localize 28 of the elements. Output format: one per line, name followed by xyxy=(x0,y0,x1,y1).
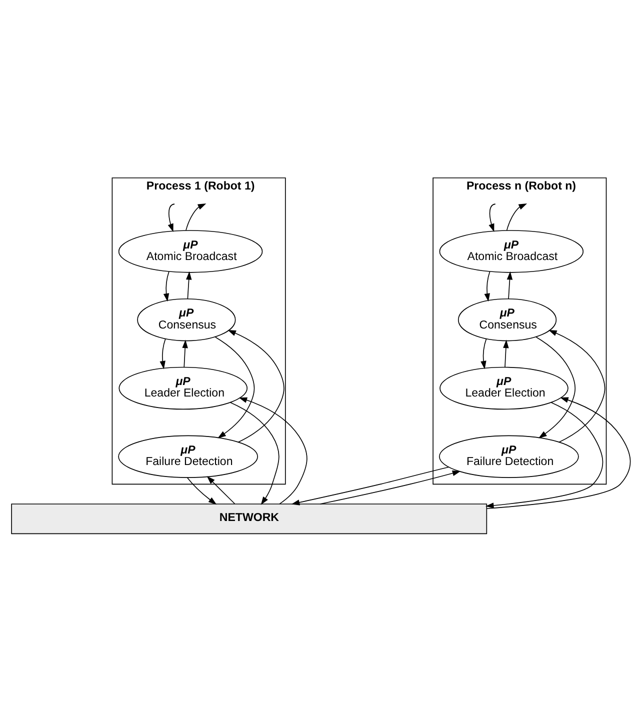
arrow xyxy=(238,396,308,504)
arrow xyxy=(163,270,170,302)
arrow xyxy=(230,402,280,504)
arrow xyxy=(291,466,450,505)
arrow xyxy=(320,470,461,504)
arrow xyxy=(186,203,206,230)
arrow xyxy=(506,203,528,230)
arrow xyxy=(506,270,513,299)
arrow xyxy=(228,330,284,442)
node-ellipse: μP Atomic Broadcast xyxy=(439,230,584,272)
node-ellipse: μP Atomic Broadcast xyxy=(118,230,263,272)
arrow xyxy=(214,336,255,438)
arrow xyxy=(484,270,490,302)
node-ellipse: μP Failure Detection xyxy=(118,434,258,478)
arrow xyxy=(160,338,166,369)
arrow xyxy=(503,339,509,368)
arrow xyxy=(186,476,217,504)
node-box: NETWORK xyxy=(11,503,488,534)
arrow xyxy=(480,338,487,369)
arrow xyxy=(485,402,604,508)
arrow xyxy=(182,339,188,368)
arrow xyxy=(206,476,236,504)
arrow xyxy=(548,330,606,442)
arrow xyxy=(168,203,175,232)
arrow xyxy=(488,203,496,232)
arrow xyxy=(186,270,192,299)
arrow xyxy=(486,396,631,509)
arrow xyxy=(536,336,576,438)
